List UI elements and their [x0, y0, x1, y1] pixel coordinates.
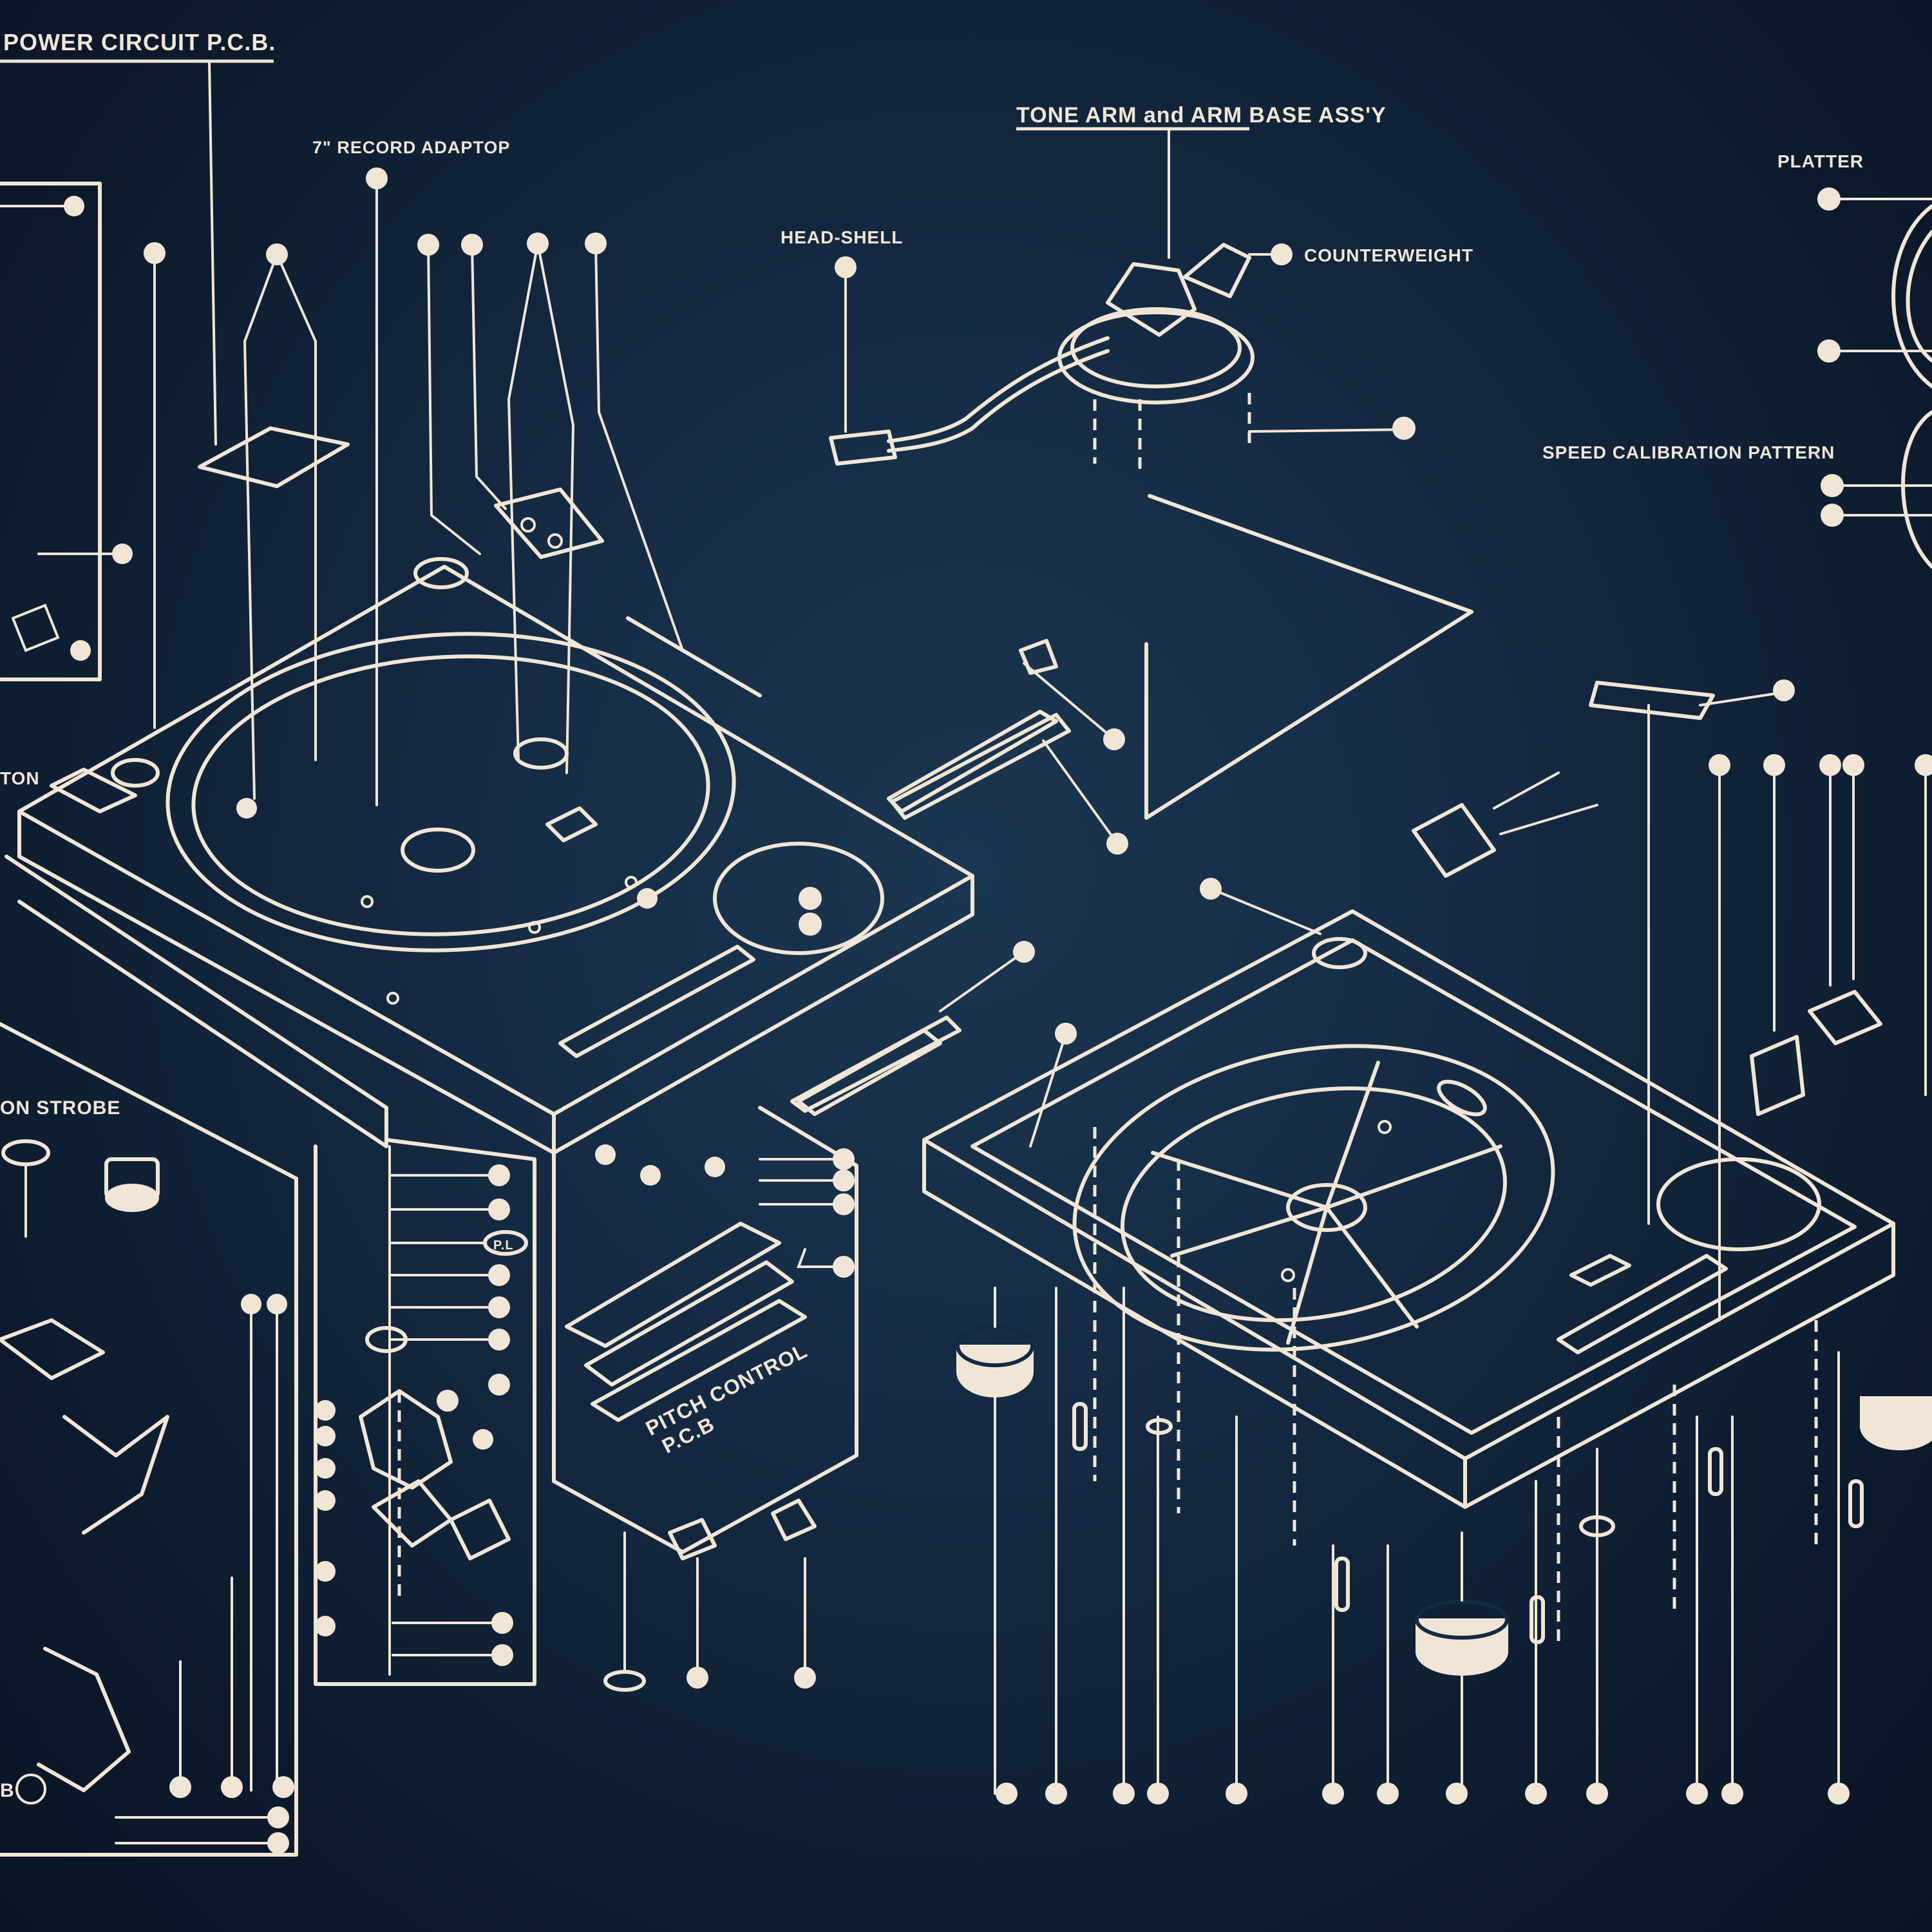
- label-speed-calibration-pattern: SPEED CALIBRATION PATTERN: [1542, 442, 1835, 462]
- left-turntable-body: [5, 557, 1058, 1155]
- label-platter: PLATTER: [1777, 151, 1864, 171]
- label-head-shell: HEAD-SHELL: [781, 227, 903, 247]
- marker-b: B: [0, 1780, 15, 1801]
- label-record-adaptor: 7" RECORD ADAPTOP: [312, 138, 510, 157]
- pitch-control-pcb-assembly: [552, 1106, 858, 1554]
- label-tone-arm-assy: TONE ARM and ARM BASE ASS'Y: [1016, 103, 1387, 259]
- lower-left-component-board: P.L: [314, 1138, 536, 1686]
- transfer-arrow-outline: [1144, 494, 1473, 820]
- upper-left-parts: [144, 167, 684, 806]
- leader-line: [208, 60, 217, 446]
- bottom-callout-row: [996, 1127, 1864, 1804]
- slider-part: [890, 713, 1071, 820]
- foot-and-spring-parts: [603, 1287, 1932, 1795]
- label-tone-arm-assy-text: TONE ARM and ARM BASE ASS'Y: [1016, 103, 1387, 128]
- power-circuit-pcb-box: [0, 182, 133, 681]
- lower-left-strobe-area: B: [0, 1022, 298, 1857]
- right-turntable-body: [922, 878, 1895, 1509]
- label-counterweight: COUNTERWEIGHT: [1304, 245, 1473, 265]
- label-strobe-partial: ON STROBE: [0, 1097, 120, 1119]
- label-power-circuit-pcb-text: POWER CIRCUIT P.C.B.: [3, 29, 276, 55]
- label-power-circuit-pcb: POWER CIRCUIT P.C.B.: [0, 29, 276, 446]
- label-button-partial: TON: [0, 768, 40, 788]
- platter-callouts: [1817, 187, 1932, 569]
- marker-pl: P.L: [493, 1238, 514, 1253]
- small-bracket: [1019, 639, 1058, 675]
- tone-arm-assembly: [829, 243, 1416, 473]
- upper-right-parts: [1412, 679, 1932, 1321]
